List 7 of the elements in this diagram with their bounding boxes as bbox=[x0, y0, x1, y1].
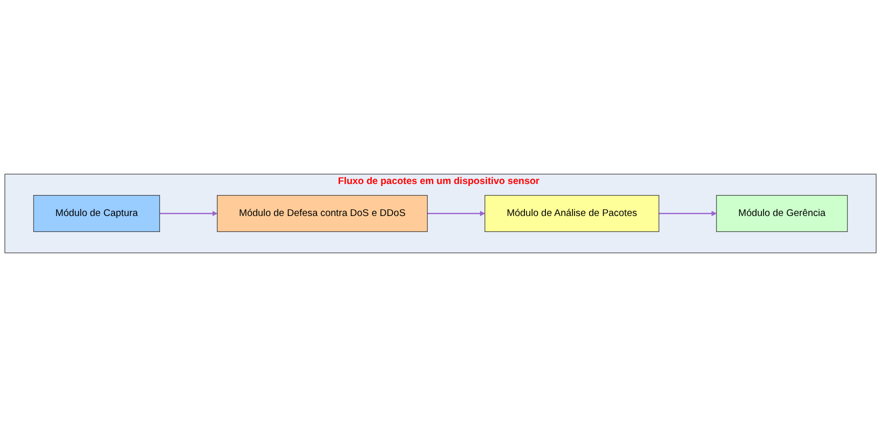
arrow bbox=[658, 210, 717, 216]
node-box: Módulo de Análise de Pacotes bbox=[484, 195, 660, 232]
node-box: Módulo de Gerência bbox=[716, 195, 848, 232]
arrow bbox=[427, 210, 486, 216]
arrow bbox=[160, 210, 218, 216]
node-box: Módulo de Captura bbox=[33, 195, 160, 232]
node-box: Módulo de Defesa contra DoS e DDoS bbox=[216, 195, 428, 232]
